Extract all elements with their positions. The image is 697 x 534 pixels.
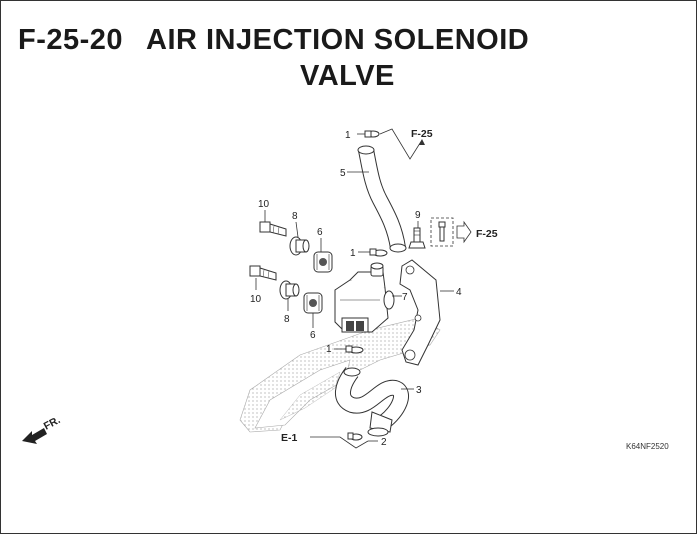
collar-8-upper xyxy=(289,236,310,256)
bolt-10-upper xyxy=(259,221,287,237)
bolt-9-detail xyxy=(438,221,446,242)
bolt-9-detail-box xyxy=(430,217,454,247)
bolt-10-lower xyxy=(249,265,277,281)
callout-5: 5 xyxy=(340,168,346,179)
callout-1-top: 1 xyxy=(345,130,351,141)
hose-3 xyxy=(335,367,409,437)
callout-6-upper: 6 xyxy=(317,227,323,238)
callout-2: 2 xyxy=(381,437,387,448)
callout-10-lower: 10 xyxy=(250,294,262,305)
ref-label-right: F-25 xyxy=(476,228,498,240)
page-title-line1: AIR INJECTION SOLENOID xyxy=(146,24,530,56)
clamp-top xyxy=(357,130,380,138)
callout-8-upper: 8 xyxy=(292,211,298,222)
hose-5 xyxy=(357,145,407,253)
rubber-mount-6-upper xyxy=(313,251,333,273)
clamp-middle xyxy=(369,248,388,257)
frame-silhouette xyxy=(239,317,441,433)
solenoid-valve-7 xyxy=(334,262,395,333)
callout-6-lower: 6 xyxy=(310,330,316,341)
ref-leader-bottom xyxy=(310,436,369,449)
ref-arrow-top xyxy=(419,139,425,145)
callout-1-lower: 1 xyxy=(326,344,332,355)
callout-4: 4 xyxy=(456,287,462,298)
ref-arrow-right xyxy=(456,220,472,244)
clamp-2 xyxy=(347,432,363,441)
page-title-line2: VALVE xyxy=(300,60,395,92)
callout-7: 7 xyxy=(402,292,408,303)
leader-8a xyxy=(295,221,299,238)
callout-1-middle: 1 xyxy=(350,248,356,259)
bracket-4 xyxy=(399,259,441,366)
callout-9: 9 xyxy=(415,210,421,221)
front-direction-label: FR. xyxy=(42,414,63,433)
callout-10-upper: 10 xyxy=(258,199,270,210)
rubber-mount-6-lower xyxy=(303,292,323,314)
bolt-9 xyxy=(408,227,426,249)
ref-label-bottom: E-1 xyxy=(281,432,298,444)
front-direction-arrow-icon xyxy=(22,428,47,444)
collar-8-lower xyxy=(279,280,300,300)
callout-3: 3 xyxy=(416,385,422,396)
section-code: F-25-20 xyxy=(18,24,124,56)
callout-8-lower: 8 xyxy=(284,314,290,325)
ref-leader-top xyxy=(379,128,423,160)
ref-label-top: F-25 xyxy=(411,128,433,140)
figure-id: K64NF2520 xyxy=(626,442,669,451)
